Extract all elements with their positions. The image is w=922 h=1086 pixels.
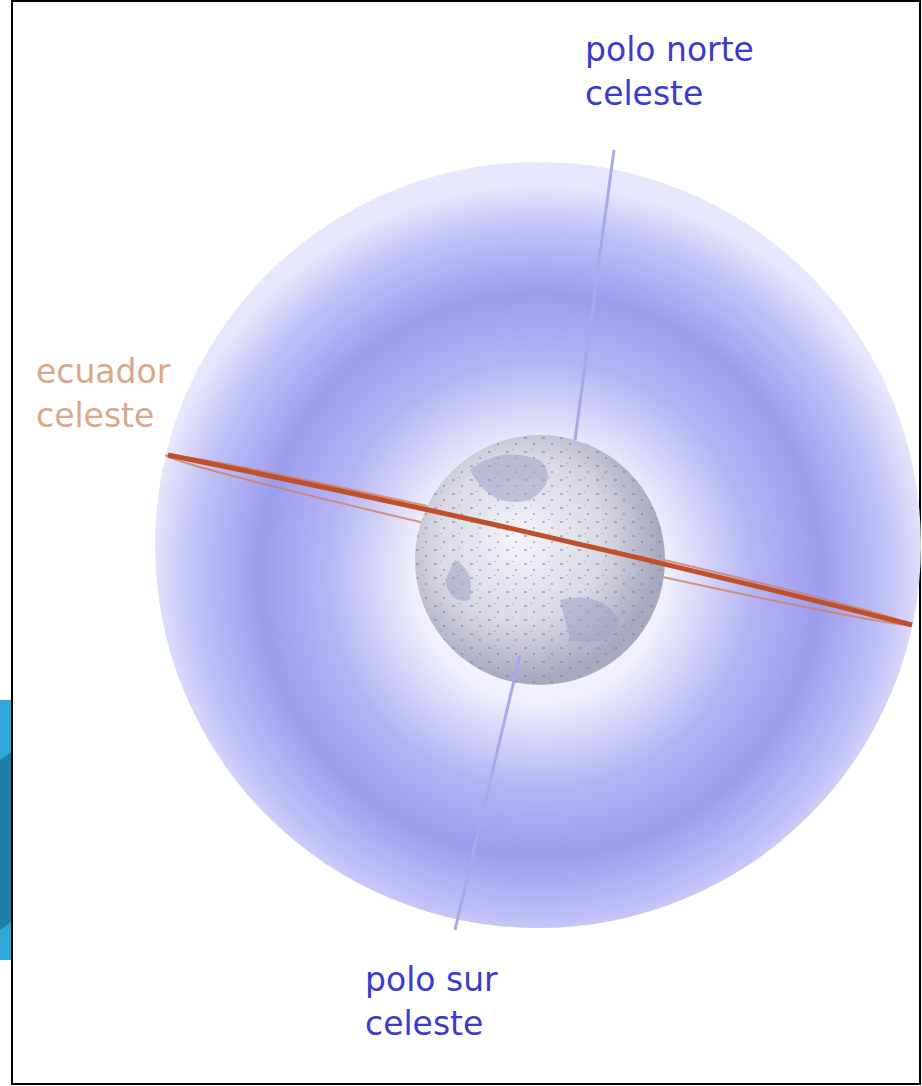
- earth: [415, 435, 665, 685]
- celestial-axis: [575, 150, 614, 440]
- axis-label: polo sur celeste: [365, 958, 605, 1046]
- earth-texture: [415, 435, 665, 685]
- celestial-sphere: [155, 162, 921, 928]
- celestial-axis: [455, 655, 520, 930]
- axis-label: polo norte celeste: [585, 28, 815, 116]
- equator-front: [168, 455, 912, 625]
- axis-label: ecuador celeste: [36, 350, 236, 438]
- frame: [12, 1, 920, 1084]
